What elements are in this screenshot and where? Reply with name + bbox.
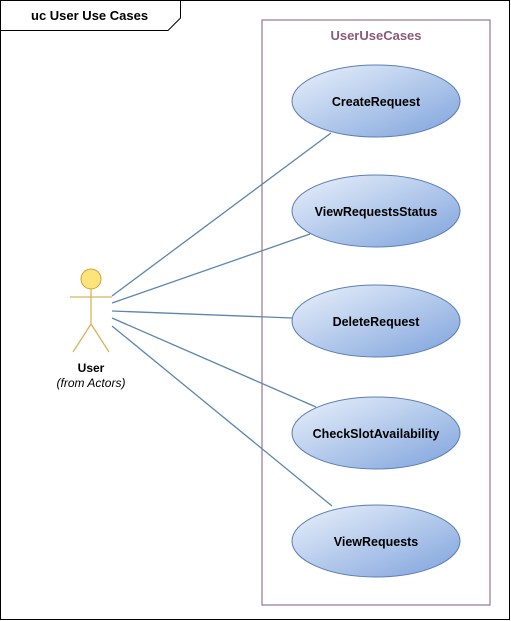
association-delete-request [111,310,293,319]
use-case-ellipse [291,64,461,138]
use-case-ellipse [291,504,461,578]
associations [111,132,333,507]
diagram-title: uc User Use Cases [31,8,148,23]
association-view-requests [111,325,333,507]
diagram-frame-tab [0,0,181,31]
system-boundary-title: UserUseCases [330,28,421,43]
use-case-label: DeleteRequest [333,315,421,329]
association-view-requests-status [111,233,311,304]
use-case-view-requests[interactable]: ViewRequests [291,504,461,578]
use-case-ellipse [291,396,461,470]
use-case-label: CreateRequest [332,95,421,109]
association-create-request [111,132,332,297]
use-case-ellipse [291,284,461,358]
actor-user[interactable]: User (from Actors) [57,268,126,390]
use-case-check-slot-availability[interactable]: CheckSlotAvailability [291,396,461,470]
actor-origin-note: (from Actors) [57,376,126,390]
use-case-label: CheckSlotAvailability [313,427,440,441]
use-case-ellipse [291,174,461,248]
use-case-delete-request[interactable]: DeleteRequest [291,284,461,358]
use-case-label: ViewRequests [334,535,419,549]
stick-figure-actor-icon [70,268,112,353]
actor-name: User [78,361,105,375]
use-case-create-request[interactable]: CreateRequest [291,64,461,138]
use-case-label: ViewRequestsStatus [315,205,438,219]
association-check-slot-availability [111,317,317,408]
use-case-view-requests-status[interactable]: ViewRequestsStatus [291,174,461,248]
